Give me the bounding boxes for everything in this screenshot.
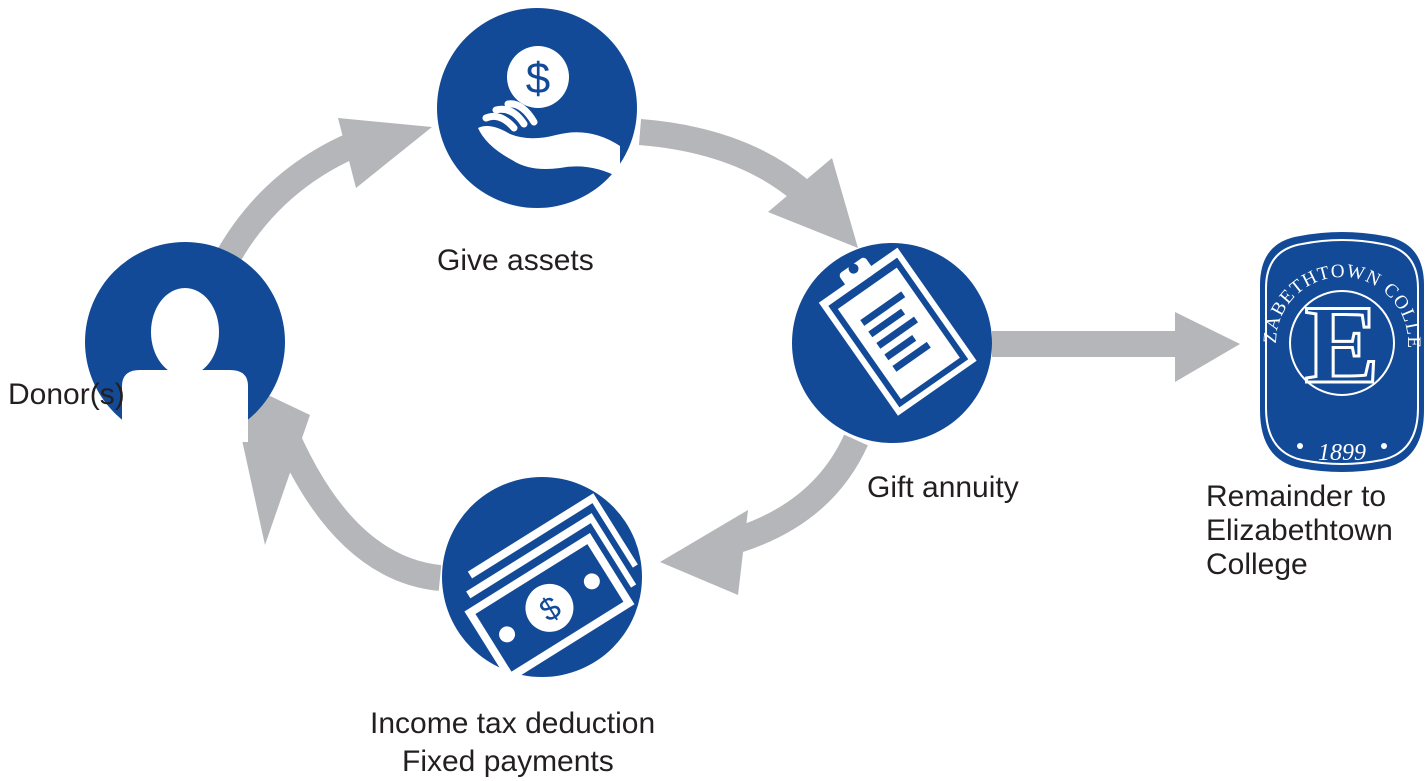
- banknotes-icon: $: [464, 493, 638, 683]
- flow-arrow-gift-annuity-to-remainder: [992, 312, 1240, 382]
- seal-year: 1899: [1318, 440, 1366, 466]
- clipboard-icon: [818, 247, 977, 416]
- remainder-label-line1: Remainder to: [1206, 480, 1386, 513]
- gift-annuity-node: Gift annuity: [792, 243, 1019, 504]
- income-label-line2: Fixed payments: [402, 745, 614, 778]
- donor-label: Donor(s): [8, 378, 125, 411]
- person-icon: [122, 288, 248, 442]
- hand-dollar-icon: $: [478, 46, 620, 178]
- remainder-label-line2: Elizabethtown: [1206, 514, 1393, 547]
- income-label-line1: Income tax deduction: [370, 707, 655, 740]
- give-assets-node: $ Give assets: [437, 8, 637, 277]
- gift-annuity-label: Gift annuity: [867, 471, 1019, 504]
- flow-arrow-donor-to-give-assets: [210, 118, 432, 275]
- give-assets-label: Give assets: [437, 244, 594, 277]
- flow-arrow-gift-annuity-to-income: [660, 434, 868, 595]
- donor-node: Donor(s): [8, 242, 285, 442]
- svg-text:$: $: [526, 54, 550, 103]
- flow-arrow-give-assets-to-gift-annuity: [638, 119, 858, 248]
- remainder-label-line3: College: [1206, 548, 1308, 581]
- seal-letter: E: [1305, 283, 1380, 407]
- income-node: $ Income tax deduction Fixed payments: [370, 477, 655, 778]
